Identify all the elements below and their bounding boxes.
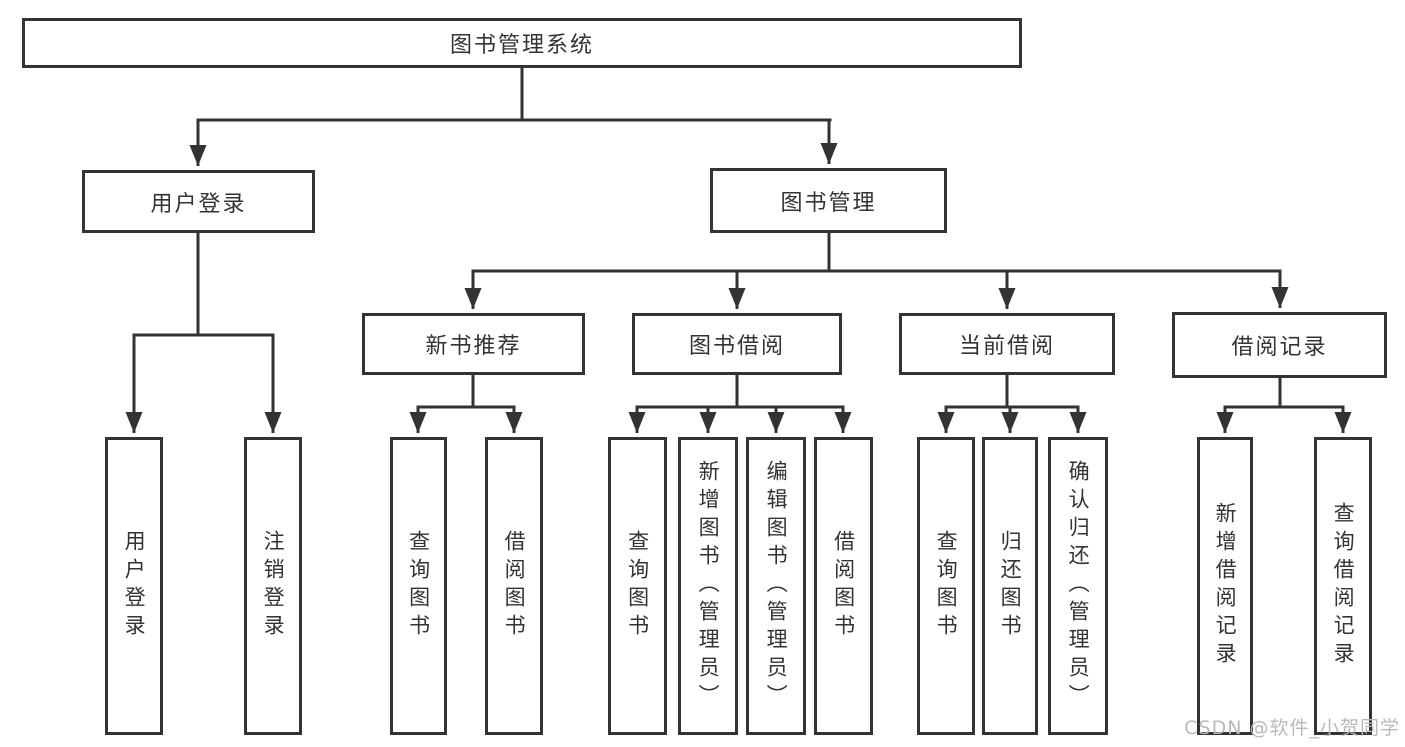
leaf-label: 查询借阅记录 bbox=[1331, 502, 1356, 670]
csdn-watermark: CSDN @软件_小贺同学 bbox=[1184, 717, 1400, 739]
node-new-book-recommend: 新书推荐 bbox=[362, 313, 585, 375]
leaf-label: 编辑图书（管理员） bbox=[764, 460, 789, 712]
node-borrow-records: 借阅记录 bbox=[1172, 312, 1387, 378]
leaf-query-books-recommend: 查询图书 bbox=[390, 437, 447, 735]
leaf-add-books-admin: 新增图书（管理员） bbox=[678, 437, 738, 735]
node-book-borrowing: 图书借阅 bbox=[632, 313, 842, 375]
leaf-label: 借阅图书 bbox=[831, 530, 856, 642]
leaf-label: 注销登录 bbox=[261, 530, 286, 642]
leaf-label: 查询图书 bbox=[406, 530, 431, 642]
leaf-label: 新增借阅记录 bbox=[1213, 502, 1238, 670]
leaf-borrow-books-recommend: 借阅图书 bbox=[485, 437, 543, 735]
leaf-label: 归还图书 bbox=[998, 530, 1023, 642]
leaf-add-borrow-record: 新增借阅记录 bbox=[1197, 437, 1253, 735]
leaf-confirm-return-admin: 确认归还（管理员） bbox=[1048, 437, 1108, 735]
leaf-borrow-books: 借阅图书 bbox=[814, 437, 873, 735]
leaf-query-books-current: 查询图书 bbox=[917, 437, 975, 735]
leaf-user-login: 用户登录 bbox=[105, 437, 163, 735]
leaf-label: 借阅图书 bbox=[502, 530, 527, 642]
leaf-label: 查询图书 bbox=[625, 530, 650, 642]
node-current-borrowing: 当前借阅 bbox=[899, 313, 1115, 375]
leaf-query-books-borrow: 查询图书 bbox=[608, 437, 667, 735]
leaf-logout-login: 注销登录 bbox=[244, 437, 302, 735]
leaf-return-books: 归还图书 bbox=[982, 437, 1038, 735]
root-node-library-system: 图书管理系统 bbox=[22, 18, 1022, 68]
leaf-label: 确认归还（管理员） bbox=[1066, 460, 1091, 712]
leaf-edit-books-admin: 编辑图书（管理员） bbox=[746, 437, 806, 735]
leaf-label: 用户登录 bbox=[122, 530, 147, 642]
leaf-label: 查询图书 bbox=[934, 530, 959, 642]
node-book-management: 图书管理 bbox=[710, 168, 947, 233]
node-user-login: 用户登录 bbox=[82, 170, 315, 233]
leaf-label: 新增图书（管理员） bbox=[696, 460, 721, 712]
leaf-query-borrow-record: 查询借阅记录 bbox=[1314, 437, 1372, 735]
